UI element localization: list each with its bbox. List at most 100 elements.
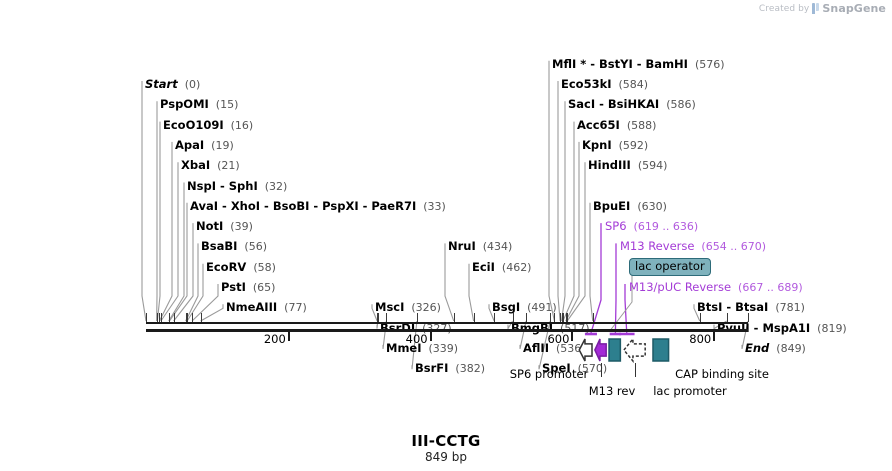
enzyme-name: PspXI xyxy=(322,198,359,213)
enzyme-name: PspOMI xyxy=(160,97,209,112)
cut-site-tick xyxy=(554,313,556,322)
feature-box[interactable] xyxy=(652,338,670,362)
leader-line xyxy=(160,162,179,322)
enzyme-name: ApaI xyxy=(175,137,205,152)
cut-site-tick xyxy=(512,313,514,322)
enzyme-name: HindIII xyxy=(588,158,631,173)
enzyme-name: EcoO109I xyxy=(163,117,224,132)
enzyme-position: (339) xyxy=(421,341,459,355)
enzyme-position: (849) xyxy=(769,341,806,355)
leader-line xyxy=(560,101,566,322)
enzyme-site-label: BpuEI (630) xyxy=(593,200,667,213)
enzyme-site-label: KpnI (592) xyxy=(582,139,648,152)
enzyme-site-label: NmeAIII (77) xyxy=(226,301,307,314)
cut-site-tick xyxy=(168,313,170,322)
enzyme-name: BsiHKAI xyxy=(607,97,660,112)
enzyme-name: PstI xyxy=(221,280,246,294)
axis-tick-label: 400 xyxy=(405,332,428,346)
enzyme-site-label: BsgI (491) xyxy=(492,301,557,314)
leader-line xyxy=(168,182,185,322)
enzyme-site-label: SacI - BsiHKAI (586) xyxy=(568,98,696,111)
enzyme-position: (33) xyxy=(416,199,446,213)
primer-range: (667 .. 689) xyxy=(731,281,803,294)
primer-range: (654 .. 670) xyxy=(694,240,766,254)
axis-baseline xyxy=(146,329,748,332)
enzyme-name-separator: - xyxy=(595,97,608,112)
leader-line xyxy=(444,243,455,322)
page-title: III-CCTG xyxy=(411,432,481,450)
leader-line xyxy=(371,304,378,322)
axis-tick xyxy=(713,332,716,341)
enzyme-name: PaeR7I xyxy=(371,198,417,213)
sequence-marker-label: Start (0) xyxy=(145,78,200,91)
annotation-badge[interactable]: lac operator xyxy=(629,257,711,276)
leader-line xyxy=(200,304,224,322)
leader-line xyxy=(185,243,199,322)
feature-label-stalk xyxy=(600,363,602,377)
watermark-prefix: Created by xyxy=(758,3,810,14)
cut-site-tick xyxy=(453,313,455,322)
feature-arrow-left-open[interactable] xyxy=(578,338,593,362)
cut-site-tick xyxy=(173,313,175,322)
cut-site-tick xyxy=(156,313,158,322)
cut-site-tick xyxy=(473,313,475,322)
enzyme-site-label: BsaBI (56) xyxy=(201,240,267,253)
enzyme-site-label: BsrFI (382) xyxy=(415,362,485,375)
enzyme-site-label: EciI (462) xyxy=(472,261,531,274)
enzyme-name-separator: - xyxy=(749,320,763,335)
watermark-brand: SnapGene xyxy=(822,2,886,15)
enzyme-name: BtsI xyxy=(697,300,723,315)
enzyme-name: EciI xyxy=(472,259,495,274)
enzyme-site-label: EcoRV (58) xyxy=(206,261,276,274)
cut-site-tick xyxy=(592,313,594,322)
enzyme-name: EcoRV xyxy=(206,259,247,274)
cut-site-tick xyxy=(377,313,379,322)
enzyme-name: BsrFI xyxy=(415,361,449,376)
feature-arrow-left-dashed[interactable] xyxy=(622,336,646,364)
enzyme-name: MmeI xyxy=(386,340,422,355)
primer-label: M13/pUC Reverse (667 .. 689) xyxy=(629,281,803,294)
cut-site-tick xyxy=(187,313,189,322)
axis-tick xyxy=(571,332,574,341)
enzyme-position: (16) xyxy=(223,118,254,132)
enzyme-position: (584) xyxy=(611,78,649,91)
enzyme-site-label: PstI (65) xyxy=(221,281,275,294)
enzyme-site-label: MflI * - BstYI - BamHI (576) xyxy=(552,58,725,71)
cut-site-tick xyxy=(200,313,202,322)
enzyme-position: (32) xyxy=(257,179,288,193)
enzyme-name: MflI * xyxy=(552,56,587,71)
primer-name: M13 Reverse xyxy=(620,239,695,254)
feature-arrow-left-filled[interactable] xyxy=(594,338,607,362)
leader-line xyxy=(538,320,551,370)
enzyme-name: BtsaI xyxy=(735,300,769,315)
enzyme-name: End xyxy=(745,340,770,355)
sequence-marker-label: End (849) xyxy=(745,342,806,355)
enzyme-site-label: NotI (39) xyxy=(196,220,253,233)
enzyme-name: NmeAIII xyxy=(226,300,278,315)
enzyme-position: (592) xyxy=(611,138,649,152)
leader-line xyxy=(565,141,580,322)
enzyme-name: KpnI xyxy=(582,137,612,152)
enzyme-name: AvaI xyxy=(190,198,219,213)
axis-tick-label: 800 xyxy=(689,332,712,346)
enzyme-position: (382) xyxy=(448,362,485,376)
feature-box[interactable] xyxy=(608,338,622,362)
enzyme-name: BsoBI xyxy=(272,198,310,213)
enzyme-site-label: PspOMI (15) xyxy=(160,98,238,111)
leader-line xyxy=(173,223,194,322)
enzyme-site-label: HindIII (594) xyxy=(588,159,667,172)
enzyme-name: MspA1I xyxy=(762,320,811,335)
snapgene-watermark: Created by SnapGene xyxy=(759,2,886,15)
enzyme-position: (39) xyxy=(223,220,253,234)
enzyme-position: (434) xyxy=(475,240,513,254)
primer-name: SP6 xyxy=(605,219,627,234)
enzyme-position: (15) xyxy=(208,98,239,112)
primer-label: M13 Reverse (654 .. 670) xyxy=(620,240,766,253)
feature-label: SP6 promoter xyxy=(509,367,589,381)
feature-label-stalk xyxy=(634,363,636,377)
cut-site-tick xyxy=(159,313,161,322)
enzyme-site-label: MscI (326) xyxy=(375,301,441,314)
enzyme-name-separator: - xyxy=(309,198,323,213)
leader-line xyxy=(548,60,555,322)
